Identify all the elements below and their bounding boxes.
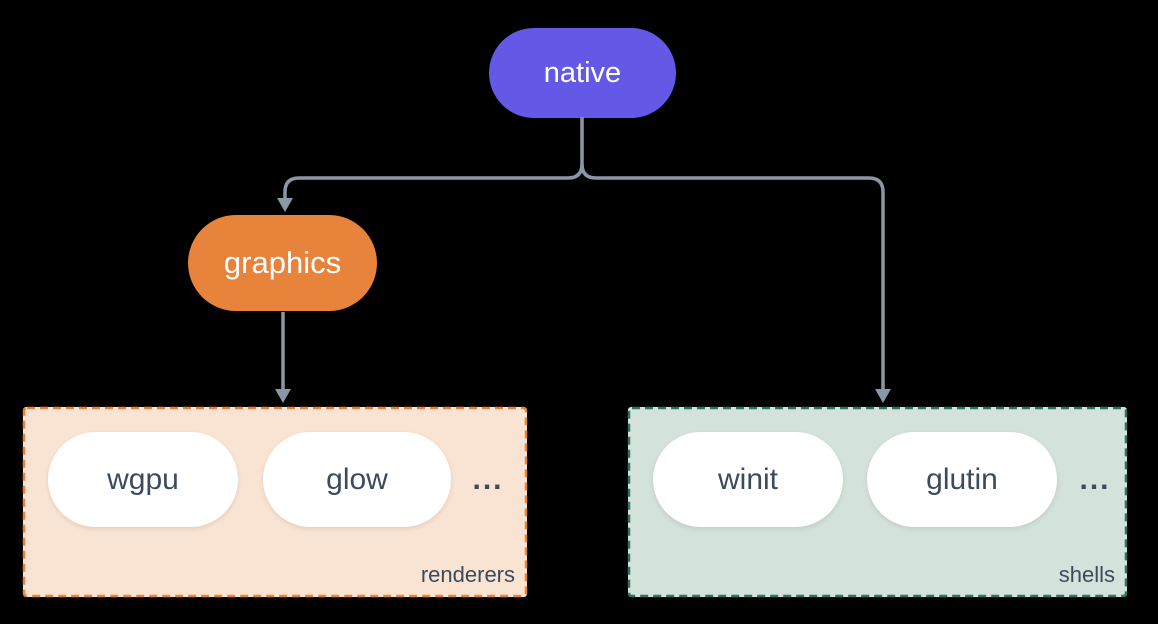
node-graphics-label: graphics: [223, 245, 342, 280]
arrowhead-renderers: [275, 389, 291, 403]
renderers-ellipsis: ...: [472, 462, 504, 496]
group-renderers-label: renderers: [420, 562, 515, 587]
node-native-label: native: [543, 56, 622, 89]
pill-glow: glow: [263, 432, 451, 527]
group-shells-label: shells: [1058, 562, 1115, 587]
arrowhead-graphics: [277, 198, 293, 212]
group-renderers: wgpu glow ... renderers: [23, 407, 527, 597]
pill-wgpu: wgpu: [48, 432, 238, 527]
arrowhead-shells: [875, 389, 891, 403]
shells-ellipsis: ...: [1079, 462, 1111, 496]
group-shells: winit glutin ... shells: [628, 407, 1127, 597]
pill-winit: winit: [653, 432, 843, 527]
node-graphics: graphics: [188, 215, 377, 311]
edge-native-graphics: [283, 117, 584, 199]
edge-native-shells: [580, 163, 885, 390]
pill-glutin: glutin: [867, 432, 1057, 527]
node-native: native: [489, 28, 676, 118]
